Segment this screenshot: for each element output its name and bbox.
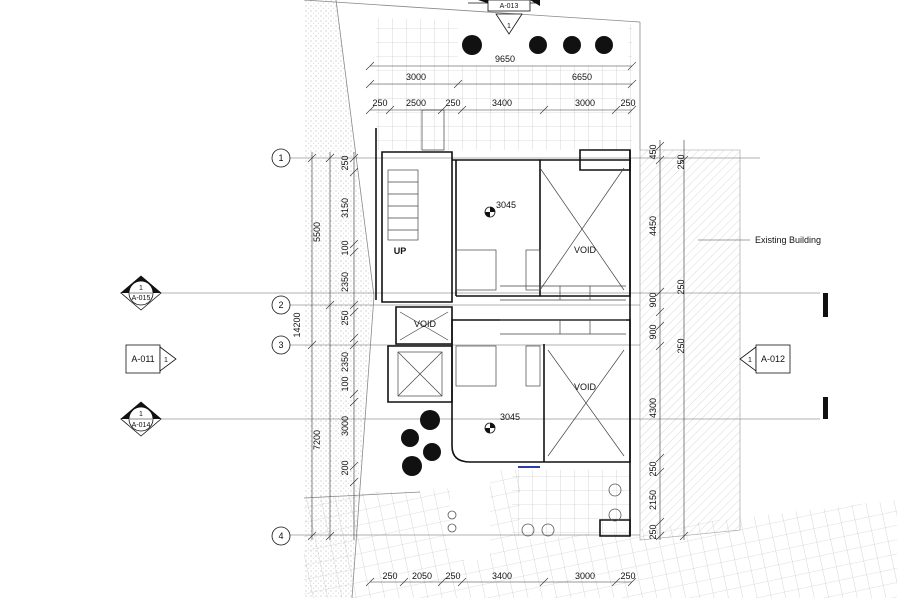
landscape-trees [401, 35, 613, 476]
dim-top-row2-b: 6650 [572, 72, 592, 82]
section-marker-top-sheet: A-013 [500, 3, 519, 10]
dim-left-detail-4: 2350 [340, 272, 350, 292]
dim-top-row2-a: 3000 [406, 72, 426, 82]
tree-icon [420, 410, 440, 430]
dim-bottom-e: 3000 [575, 571, 595, 581]
site-paving [304, 0, 897, 598]
dim-right-detail-1: 450 [648, 144, 658, 159]
dim-left-overall: 14200 [292, 312, 302, 337]
dim-top-row3-b: 2500 [406, 98, 426, 108]
dim-bottom-c: 250 [445, 571, 460, 581]
tree-icon [402, 456, 422, 476]
dim-left-detail-3: 100 [340, 240, 350, 255]
dim-right-detail-11: 250 [648, 524, 658, 539]
dim-right-detail-6: 900 [648, 324, 658, 339]
section-marker-a014-sheet: A-014 [132, 422, 151, 429]
dim-right-detail-9: 250 [648, 461, 658, 476]
level-tag-lower-value: 3045 [500, 412, 520, 422]
section-cut-bar-lower [823, 397, 828, 419]
dimension-lines-top [365, 61, 637, 115]
section-marker-top-number: 1 [507, 23, 511, 30]
dimension-lines-left [307, 152, 359, 541]
tree-icon [595, 36, 613, 54]
grid-bubble-3-label: 3 [278, 340, 283, 350]
dim-left-lower: 7200 [312, 430, 322, 450]
dim-bottom-b: 2050 [412, 571, 432, 581]
grid-bubble-2: 2 [271, 295, 291, 315]
level-tag-upper-value: 3045 [496, 200, 516, 210]
dim-left-detail-9: 100 [340, 376, 350, 391]
site-boundary [303, 0, 641, 598]
building-walls [375, 128, 631, 537]
section-marker-a014: 1 A-014 [120, 401, 162, 437]
dim-right-detail-3: 4450 [648, 216, 658, 236]
stair-up-label: UP [394, 246, 407, 256]
section-marker-top: A-013 1 [468, 0, 540, 35]
dimension-lines-bottom [365, 577, 637, 587]
section-marker-a015-sheet: A-015 [132, 295, 151, 302]
dim-left-detail-11: 200 [340, 460, 350, 475]
dim-left-detail-2: 3150 [340, 198, 350, 218]
dim-left-detail-5: 250 [340, 310, 350, 325]
dim-right-detail-2: 250 [676, 154, 686, 169]
dim-top-row3-d: 3400 [492, 98, 512, 108]
dim-left-detail-8: 2350 [340, 352, 350, 372]
room-label-void-lower: VOID [574, 382, 597, 392]
dim-right-detail-5: 250 [676, 279, 686, 294]
elevation-marker-a012: 1 A-012 [739, 344, 791, 374]
grid-bubble-2-label: 2 [278, 300, 283, 310]
grid-lines [120, 157, 820, 536]
grid-bubble-3: 3 [271, 335, 291, 355]
grid-bubble-1-label: 1 [278, 153, 283, 163]
grid-bubble-4: 4 [271, 526, 291, 546]
dimension-lines-right [655, 140, 689, 541]
grid-bubble-1: 1 [271, 148, 291, 168]
dim-bottom-d: 3400 [492, 571, 512, 581]
level-tag-lower: 3045 [484, 412, 520, 434]
elevation-marker-a011: A-011 1 [125, 344, 177, 374]
dim-right-detail-8: 4300 [648, 398, 658, 418]
existing-building-hatch [639, 149, 741, 541]
dim-left-detail-1: 250 [340, 155, 350, 170]
section-marker-a015-number: 1 [139, 285, 143, 292]
grid-bubble-4-label: 4 [278, 531, 283, 541]
elevation-marker-a011-sheet: A-011 [131, 354, 154, 364]
room-label-void-upper: VOID [574, 245, 597, 255]
room-label-void-middle: VOID [414, 319, 437, 329]
dim-top-row3-f: 250 [620, 98, 635, 108]
section-marker-a014-number: 1 [139, 411, 143, 418]
tree-icon [401, 429, 419, 447]
dim-top-row3-e: 3000 [575, 98, 595, 108]
elevation-marker-a012-number: 1 [748, 357, 752, 364]
elevation-marker-a012-sheet: A-012 [761, 354, 785, 364]
dim-left-detail-10: 3000 [340, 416, 350, 436]
dim-right-detail-7: 250 [676, 338, 686, 353]
dim-bottom-f: 250 [620, 571, 635, 581]
dim-left-upper: 5500 [312, 222, 322, 242]
interior-details [387, 109, 626, 468]
tree-icon [462, 35, 482, 55]
section-marker-a015: 1 A-015 [120, 275, 162, 311]
tree-icon [423, 443, 441, 461]
level-tag-upper: 3045 [484, 200, 516, 218]
tree-icon [529, 36, 547, 54]
section-cut-bar-upper [823, 293, 828, 317]
dim-top-row3-c: 250 [445, 98, 460, 108]
dim-right-detail-10: 2150 [648, 490, 658, 510]
dim-top-row3-a: 250 [372, 98, 387, 108]
dim-bottom-a: 250 [382, 571, 397, 581]
dim-right-detail-4: 900 [648, 292, 658, 307]
existing-building-annotation: Existing Building [755, 235, 821, 245]
elevation-marker-a011-number: 1 [164, 357, 168, 364]
tree-icon [563, 36, 581, 54]
dim-top-overall: 9650 [495, 54, 515, 64]
planter-circles [447, 483, 622, 537]
